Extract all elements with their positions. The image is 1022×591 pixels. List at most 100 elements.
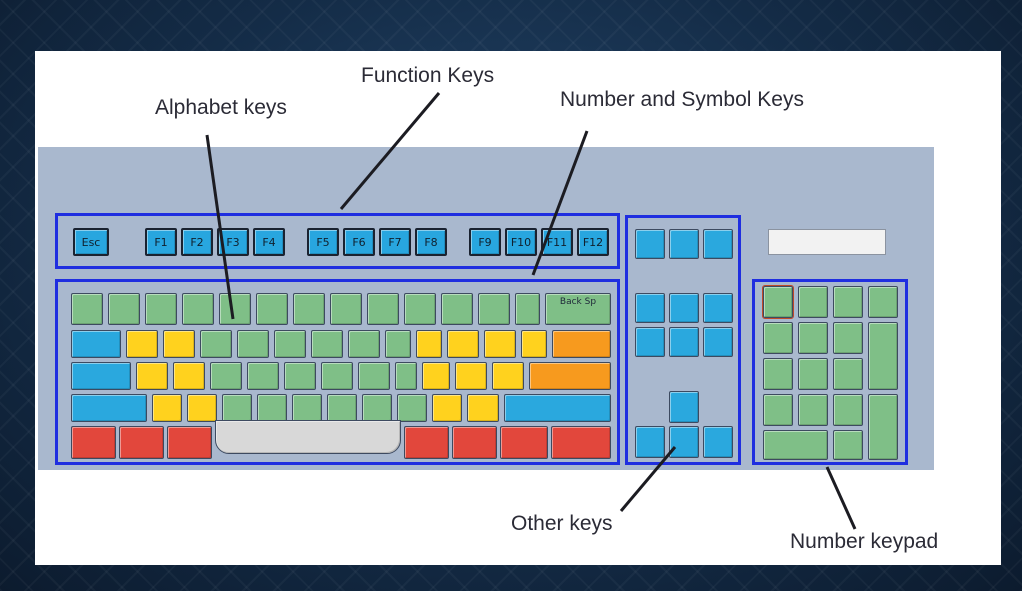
number-row-key[interactable] bbox=[256, 293, 288, 325]
left-win-key[interactable] bbox=[119, 426, 164, 459]
end-key[interactable] bbox=[669, 327, 699, 357]
f6-key[interactable]: F6 bbox=[343, 228, 375, 256]
number-row-key[interactable] bbox=[441, 293, 473, 325]
number-row-key[interactable] bbox=[330, 293, 362, 325]
f9-key[interactable]: F9 bbox=[469, 228, 501, 256]
keypad-zero-key[interactable] bbox=[763, 430, 828, 460]
keypad-key[interactable] bbox=[833, 394, 863, 426]
letter-key[interactable] bbox=[126, 330, 158, 358]
number-row-key[interactable] bbox=[515, 293, 540, 325]
number-row-key[interactable] bbox=[404, 293, 436, 325]
letter-key[interactable] bbox=[447, 330, 479, 358]
symbol-key[interactable] bbox=[521, 330, 547, 358]
letter-key[interactable] bbox=[422, 362, 450, 390]
home-key[interactable] bbox=[669, 293, 699, 323]
num-lock-key[interactable] bbox=[762, 285, 794, 319]
right-shift-key[interactable] bbox=[504, 394, 611, 422]
esc-key[interactable]: Esc bbox=[73, 228, 109, 256]
letter-key[interactable] bbox=[416, 330, 442, 358]
keypad-key[interactable] bbox=[833, 322, 863, 354]
letter-key[interactable] bbox=[321, 362, 353, 390]
page-down-key[interactable] bbox=[703, 327, 733, 357]
caps-lock-key[interactable] bbox=[71, 362, 131, 390]
number-row-key[interactable] bbox=[71, 293, 103, 325]
letter-key[interactable] bbox=[152, 394, 182, 422]
symbol-key[interactable] bbox=[492, 362, 524, 390]
left-alt-key[interactable] bbox=[167, 426, 212, 459]
right-win-key[interactable] bbox=[452, 426, 497, 459]
number-row-key[interactable] bbox=[145, 293, 177, 325]
letter-key[interactable] bbox=[257, 394, 287, 422]
number-row-key[interactable] bbox=[182, 293, 214, 325]
delete-key[interactable] bbox=[635, 327, 665, 357]
backslash-key[interactable] bbox=[552, 330, 611, 358]
number-row-key[interactable] bbox=[219, 293, 251, 325]
letter-key[interactable] bbox=[395, 362, 417, 390]
letter-key[interactable] bbox=[173, 362, 205, 390]
keypad-key[interactable] bbox=[868, 286, 898, 318]
f10-key[interactable]: F10 bbox=[505, 228, 537, 256]
keypad-key[interactable] bbox=[798, 394, 828, 426]
pause-key[interactable] bbox=[703, 229, 733, 259]
keypad-key[interactable] bbox=[798, 358, 828, 390]
letter-key[interactable] bbox=[237, 330, 269, 358]
letter-key[interactable] bbox=[136, 362, 168, 390]
number-row-key[interactable] bbox=[108, 293, 140, 325]
f5-key[interactable]: F5 bbox=[307, 228, 339, 256]
letter-key[interactable] bbox=[187, 394, 217, 422]
keypad-key[interactable] bbox=[833, 358, 863, 390]
scroll-lock-key[interactable] bbox=[669, 229, 699, 259]
arrow-right-key[interactable] bbox=[703, 426, 733, 458]
right-ctrl-key[interactable] bbox=[551, 426, 611, 459]
space-bar[interactable] bbox=[215, 420, 401, 454]
keypad-key[interactable] bbox=[763, 358, 793, 390]
keypad-key[interactable] bbox=[798, 286, 828, 318]
symbol-key[interactable] bbox=[432, 394, 462, 422]
left-ctrl-key[interactable] bbox=[71, 426, 116, 459]
letter-key[interactable] bbox=[163, 330, 195, 358]
letter-key[interactable] bbox=[362, 394, 392, 422]
f7-key[interactable]: F7 bbox=[379, 228, 411, 256]
keypad-enter-key[interactable] bbox=[868, 394, 898, 460]
letter-key[interactable] bbox=[358, 362, 390, 390]
letter-key[interactable] bbox=[327, 394, 357, 422]
number-row-key[interactable] bbox=[367, 293, 399, 325]
letter-key[interactable] bbox=[311, 330, 343, 358]
f2-key[interactable]: F2 bbox=[181, 228, 213, 256]
letter-key[interactable] bbox=[222, 394, 252, 422]
enter-key[interactable] bbox=[529, 362, 611, 390]
letter-key[interactable] bbox=[292, 394, 322, 422]
keypad-key[interactable] bbox=[763, 322, 793, 354]
arrow-down-key[interactable] bbox=[669, 426, 699, 458]
left-shift-key[interactable] bbox=[71, 394, 147, 422]
print-screen-key[interactable] bbox=[635, 229, 665, 259]
keypad-plus-key[interactable] bbox=[868, 322, 898, 390]
symbol-key[interactable] bbox=[467, 394, 499, 422]
f11-key[interactable]: F11 bbox=[541, 228, 573, 256]
keypad-key[interactable] bbox=[833, 286, 863, 318]
f1-key[interactable]: F1 bbox=[145, 228, 177, 256]
keypad-key[interactable] bbox=[798, 322, 828, 354]
number-row-key[interactable] bbox=[293, 293, 325, 325]
menu-key[interactable] bbox=[500, 426, 548, 459]
f12-key[interactable]: F12 bbox=[577, 228, 609, 256]
letter-key[interactable] bbox=[348, 330, 380, 358]
letter-key[interactable] bbox=[210, 362, 242, 390]
f4-key[interactable]: F4 bbox=[253, 228, 285, 256]
f8-key[interactable]: F8 bbox=[415, 228, 447, 256]
keypad-decimal-key[interactable] bbox=[833, 430, 863, 460]
right-alt-key[interactable] bbox=[404, 426, 449, 459]
letter-key[interactable] bbox=[284, 362, 316, 390]
number-row-key[interactable] bbox=[478, 293, 510, 325]
keypad-key[interactable] bbox=[763, 394, 793, 426]
arrow-left-key[interactable] bbox=[635, 426, 665, 458]
backspace-key[interactable]: Back Sp bbox=[545, 293, 611, 325]
symbol-key[interactable] bbox=[455, 362, 487, 390]
arrow-up-key[interactable] bbox=[669, 391, 699, 423]
letter-key[interactable] bbox=[200, 330, 232, 358]
f3-key[interactable]: F3 bbox=[217, 228, 249, 256]
tab-key[interactable] bbox=[71, 330, 121, 358]
symbol-key[interactable] bbox=[484, 330, 516, 358]
insert-key[interactable] bbox=[635, 293, 665, 323]
letter-key[interactable] bbox=[247, 362, 279, 390]
